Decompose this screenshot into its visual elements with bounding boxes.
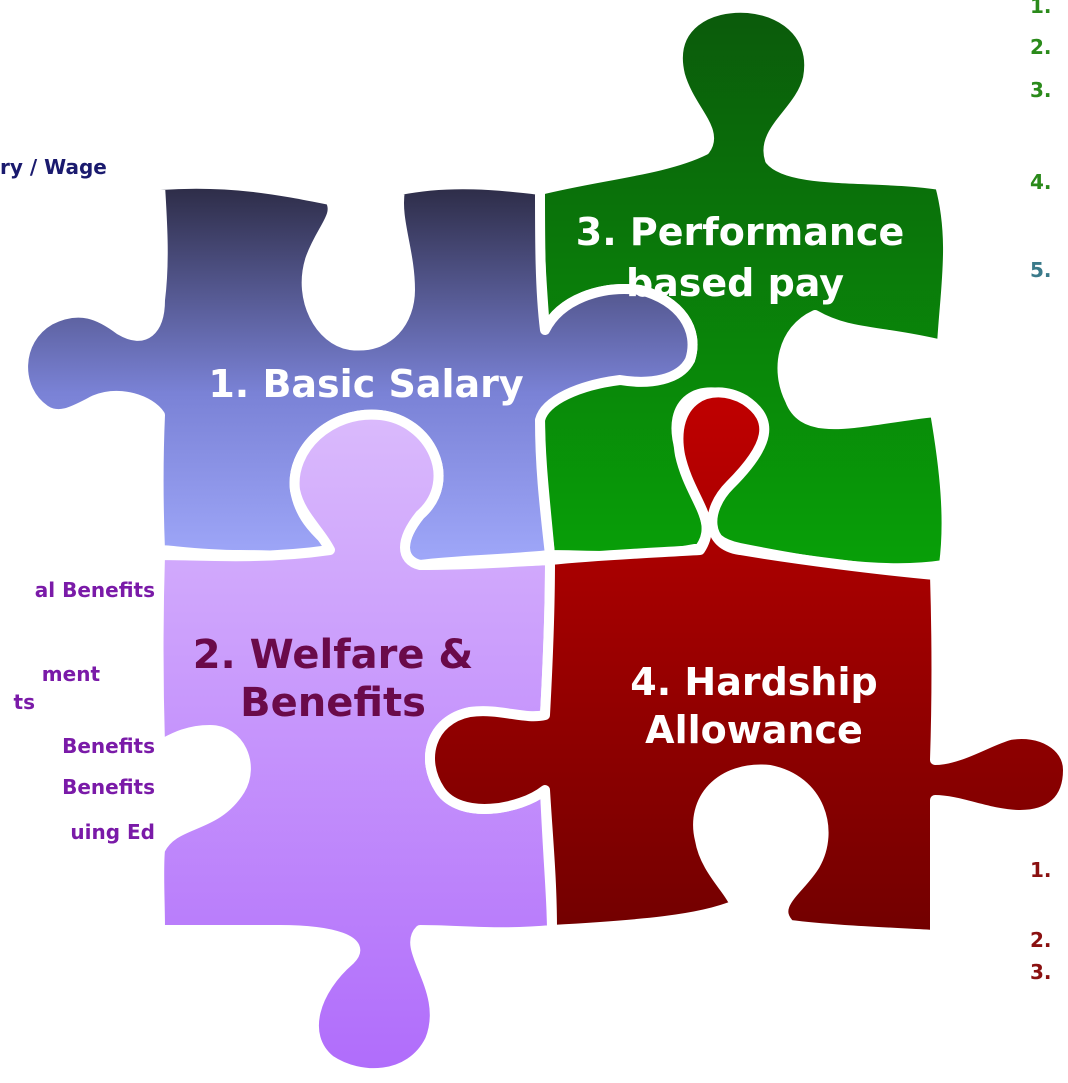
hardship-allowance-piece	[425, 387, 1068, 940]
performance-label-line1: 3. Performance	[576, 210, 904, 254]
list-number: 1.	[1030, 858, 1052, 882]
list-number: 2.	[1030, 928, 1052, 952]
left-top-text: ry / Wage	[0, 155, 107, 179]
welfare-label-line1: 2. Welfare &	[193, 632, 474, 678]
list-number: 2.	[1030, 35, 1052, 59]
performance-label-line2: based pay	[626, 261, 844, 305]
list-item: al Benefits	[34, 578, 155, 602]
list-number: 4.	[1030, 170, 1052, 194]
list-item: Benefits	[62, 775, 155, 799]
basic-salary-label: 1. Basic Salary	[208, 362, 524, 406]
hardship-label-line2: Allowance	[645, 708, 863, 752]
list-number: 3.	[1030, 78, 1052, 102]
list-item: uing Ed	[70, 820, 155, 844]
list-item: ts	[13, 690, 35, 714]
welfare-label-line2: Benefits	[240, 680, 426, 726]
hardship-label-line1: 4. Hardship	[630, 660, 877, 704]
list-item: Benefits	[62, 734, 155, 758]
list-number: 1.	[1030, 0, 1052, 18]
list-number: 5.	[1030, 258, 1052, 282]
list-number: 3.	[1030, 960, 1052, 984]
list-item: ment	[41, 662, 100, 686]
